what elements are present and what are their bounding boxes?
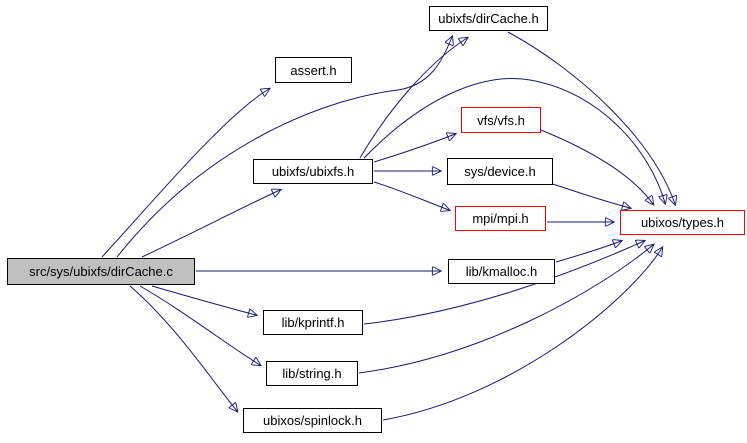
edge-dirCache.c-to-ubixos-spinlock.h — [129, 285, 237, 411]
node-ubixfs-ubixfs-h[interactable]: ubixfs/ubixfs.h — [253, 159, 373, 184]
node-ubixos-types-h[interactable]: ubixos/types.h — [620, 210, 745, 235]
edge-kprintf.h-to-ubixos-types.h — [363, 241, 644, 325]
edge-ubixfs.h-to-ubixos-types.h — [363, 78, 665, 203]
edge-dirCache.c-to-assert.h — [101, 89, 269, 258]
node-src-sys-ubixfs-dirCache-c: src/sys/ubixfs/dirCache.c — [7, 258, 195, 285]
node-assert-h[interactable]: assert.h — [275, 57, 352, 83]
edge-dirCache.c-to-ubixfs-dirCache.h — [116, 37, 452, 258]
edge-ubixfs.h-to-ubixfs-dirCache.h — [359, 38, 467, 159]
node-lib-kprintf-h[interactable]: lib/kprintf.h — [263, 310, 363, 335]
edge-dirCache.h-to-ubixos-types.h — [507, 31, 675, 204]
node-ubixfs-dirCache-h[interactable]: ubixfs/dirCache.h — [429, 6, 548, 31]
edge-dirCache.c-to-lib-string.h — [139, 285, 260, 365]
edge-spinlock.h-to-ubixos-types.h — [382, 248, 662, 421]
edge-ubixfs.h-to-mpi-mpi.h — [373, 181, 449, 210]
edge-string.h-to-ubixos-types.h — [358, 245, 653, 374]
edge-device.h-to-ubixos-types.h — [552, 183, 630, 208]
node-lib-kmalloc-h[interactable]: lib/kmalloc.h — [448, 259, 555, 284]
edge-dirCache.c-to-lib-kprintf.h — [151, 285, 256, 315]
node-lib-string-h[interactable]: lib/string.h — [266, 361, 358, 386]
node-mpi-mpi-h[interactable]: mpi/mpi.h — [455, 206, 546, 231]
node-sys-device-h[interactable]: sys/device.h — [447, 158, 553, 185]
edge-kmalloc.h-to-ubixos-types.h — [555, 241, 621, 263]
node-ubixos-spinlock-h[interactable]: ubixos/spinlock.h — [243, 408, 382, 433]
edge-vfs.h-to-ubixos-types.h — [540, 129, 653, 204]
edge-ubixfs.h-to-vfs-vfs.h — [373, 134, 455, 163]
node-vfs-vfs-h[interactable]: vfs/vfs.h — [461, 107, 541, 133]
edge-dirCache.c-to-ubixfs-ubixfs.h — [141, 190, 280, 258]
